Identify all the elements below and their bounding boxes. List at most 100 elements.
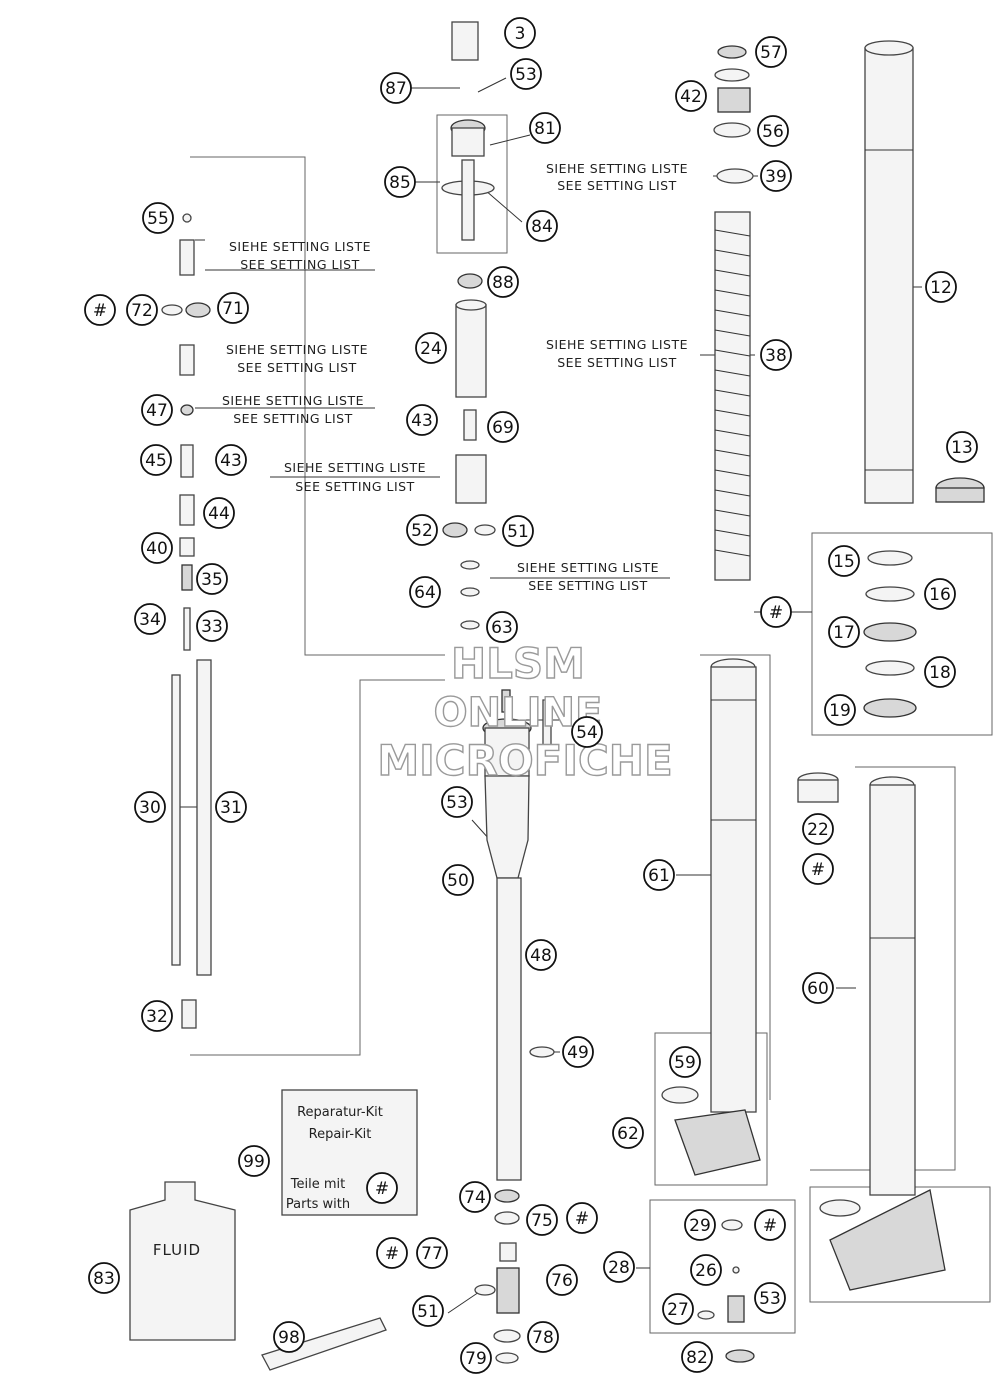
callout-circle (134, 603, 166, 635)
fluid-bottle-shape (129, 1181, 236, 1341)
callout-circle (134, 791, 166, 823)
cap-plate-part (451, 21, 479, 61)
callout-circle (828, 545, 860, 577)
outer-tube-part (864, 47, 914, 504)
callout-circle (376, 1237, 408, 1269)
setting-note-de: SIEHE SETTING LISTE (546, 161, 688, 176)
part-callout-39: 39 (760, 160, 792, 192)
part-callout-98: 98 (273, 1321, 305, 1353)
callout-circle (562, 1036, 594, 1068)
setting-note-de: SIEHE SETTING LISTE (517, 560, 659, 575)
part-callout-76: 76 (546, 1264, 578, 1296)
part-callout-44: 44 (203, 497, 235, 529)
axle-foot-part (674, 1109, 761, 1176)
repair-kit-line2: Repair-Kit (309, 1127, 372, 1142)
grease-tube-shape (261, 1317, 387, 1371)
repair-kit-symbol-callout: # (84, 294, 116, 326)
callout-circle (441, 786, 473, 818)
setting-note-en: SEE SETTING LIST (237, 360, 357, 375)
repair-kit-line3: Teile mit (290, 1177, 345, 1192)
part-callout-31: 31 (215, 791, 247, 823)
callout-circle (487, 411, 519, 443)
callout-circle (380, 72, 412, 104)
watermark: HLSM ONLINE MICROFICHE (377, 638, 674, 785)
callout-circle (215, 791, 247, 823)
callout-circle (196, 563, 228, 595)
callout-circle (757, 115, 789, 147)
axle-foot-b-part (829, 1189, 946, 1291)
callout-label: 81 (534, 119, 556, 139)
callout-label: 64 (414, 583, 436, 603)
part-callout-87: 87 (380, 72, 412, 104)
callout-label: 99 (243, 1152, 265, 1172)
part-callout-57: 57 (755, 36, 787, 68)
callout-circle (760, 596, 792, 628)
part-callout-83: 83 (88, 1262, 120, 1294)
callout-label: 54 (576, 723, 598, 743)
callout-label: 55 (147, 209, 169, 229)
callout-label: 38 (765, 346, 787, 366)
callout-circle (527, 1321, 559, 1353)
part-callout-34: 34 (134, 603, 166, 635)
callout-label: 51 (417, 1302, 439, 1322)
part-callout-29: 29 (684, 1209, 716, 1241)
callout-circle (946, 431, 978, 463)
callout-label: 85 (389, 173, 411, 193)
callout-circle (217, 292, 249, 324)
repair-kit-symbol-callout: # (760, 596, 792, 628)
part-callout-79: 79 (460, 1342, 492, 1374)
callout-circle (924, 656, 956, 688)
setting-note-de: SIEHE SETTING LISTE (546, 337, 688, 352)
inner-tube-part (710, 666, 757, 1113)
callout-circle (238, 1145, 270, 1177)
repair-kit-symbol-callout: # (802, 853, 834, 885)
callout-circle (754, 1282, 786, 1314)
callout-circle (142, 202, 174, 234)
part-callout-75: 75 (526, 1204, 558, 1236)
callout-circle (760, 160, 792, 192)
callout-circle (684, 1209, 716, 1241)
callout-label: 82 (686, 1348, 708, 1368)
callout-circle (643, 859, 675, 891)
part-callout-62: 62 (612, 1117, 644, 1149)
part-callout-28: 28 (603, 1251, 635, 1283)
callout-label: 28 (608, 1258, 630, 1278)
setting-note-de: SIEHE SETTING LISTE (284, 460, 426, 475)
fork-spring-part (714, 211, 751, 581)
callout-label: 56 (762, 122, 784, 142)
callout-circle (802, 853, 834, 885)
callout-label: 17 (833, 623, 855, 643)
callout-circle (504, 17, 536, 49)
part-callout-54: 54 (571, 716, 603, 748)
part-callout-26: 26 (690, 1254, 722, 1286)
part-callout-12: 12 (925, 271, 957, 303)
callout-circle (141, 1000, 173, 1032)
callout-label: 62 (617, 1124, 639, 1144)
callout-label: # (385, 1244, 399, 1264)
callout-label: 39 (765, 167, 787, 187)
callout-label: 35 (201, 570, 223, 590)
setting-note-de: SIEHE SETTING LISTE (226, 342, 368, 357)
part-callout-64: 64 (409, 576, 441, 608)
callout-circle (196, 610, 228, 642)
callout-circle (566, 1202, 598, 1234)
callout-label: 29 (689, 1216, 711, 1236)
part-callout-42: 42 (675, 80, 707, 112)
cartridge-tube-part (455, 304, 487, 398)
part-callout-33: 33 (196, 610, 228, 642)
outer-tube-b-part (869, 784, 916, 1196)
part-callout-78: 78 (527, 1321, 559, 1353)
part-callout-69: 69 (487, 411, 519, 443)
part-callout-48: 48 (525, 939, 557, 971)
part-callout-50: 50 (442, 864, 474, 896)
callout-circle (88, 1262, 120, 1294)
callout-circle (690, 1254, 722, 1286)
callout-circle (760, 339, 792, 371)
callout-label: 53 (759, 1289, 781, 1309)
callout-label: 60 (807, 979, 829, 999)
part-callout-71: 71 (217, 292, 249, 324)
repair-kit-line1: Reparatur-Kit (297, 1105, 383, 1120)
part-callout-60: 60 (802, 972, 834, 1004)
callout-circle (126, 294, 158, 326)
